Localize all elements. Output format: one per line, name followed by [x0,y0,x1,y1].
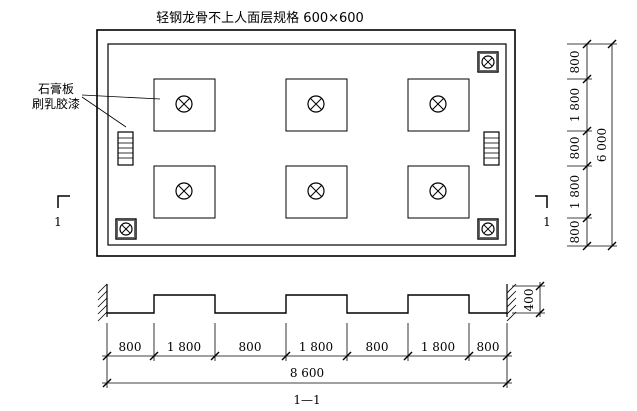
wall-hatch-right [506,283,517,322]
material-label-line1: 石膏板 [38,81,74,96]
drawing-title: 轻钢龙骨不上人面层规格 600×600 [156,10,364,26]
light-fixture-icon [429,95,447,113]
light-fixture-icon [175,95,193,113]
section-title: 1—1 [293,393,320,407]
bottom-dim-label: 800 [239,340,262,354]
exhaust-fan-icon [477,51,499,73]
ceiling-inner-border [107,43,507,246]
material-label-line2: 刷乳胶漆 [32,96,80,111]
ceiling-panel-5 [285,165,348,219]
light-fixture-icon [429,182,447,200]
bottom-dim-label: 1 800 [299,340,333,354]
step-height-dimension [512,281,545,318]
ceiling-panel-2 [285,78,348,132]
exhaust-fan-icon [477,218,499,240]
air-vent-icon [117,131,134,166]
bottom-dim-label: 800 [366,340,389,354]
right-dim-label: 800 [568,51,582,74]
bottom-dim-label: 1 800 [421,340,455,354]
ceiling-panel-3 [407,78,470,132]
right-dim-label: 1 800 [568,175,582,209]
light-fixture-icon [307,182,325,200]
bottom-dim-total: 8 600 [290,366,324,380]
section-mark-right [535,195,548,208]
section-mark-right-label: 1 [543,215,551,229]
section-mark-left-label: 1 [54,215,62,229]
ceiling-outer-border [96,29,516,257]
ceiling-panel-6 [407,165,470,219]
exhaust-fan-icon [115,218,137,240]
section-profile [97,283,517,322]
right-dim-label: 800 [568,221,582,244]
section-mark-left [57,195,70,208]
right-dim-total: 6 000 [595,128,609,162]
ceiling-section-line [107,294,507,314]
bottom-dim-label: 800 [477,340,500,354]
step-height-label: 400 [522,289,536,312]
bottom-dim-label: 1 800 [167,340,201,354]
ceiling-panel-1 [153,78,216,132]
right-dimension-chain [567,39,617,251]
light-fixture-icon [307,95,325,113]
ceiling-panel-4 [153,165,216,219]
bottom-dimension-chain [102,323,512,388]
leader-lines [81,94,161,128]
light-fixture-icon [175,182,193,200]
right-dim-label: 800 [568,137,582,160]
bottom-dim-label: 800 [119,340,142,354]
wall-hatch-left [97,283,108,322]
air-vent-icon [483,131,500,166]
right-dim-label: 1 800 [568,88,582,122]
